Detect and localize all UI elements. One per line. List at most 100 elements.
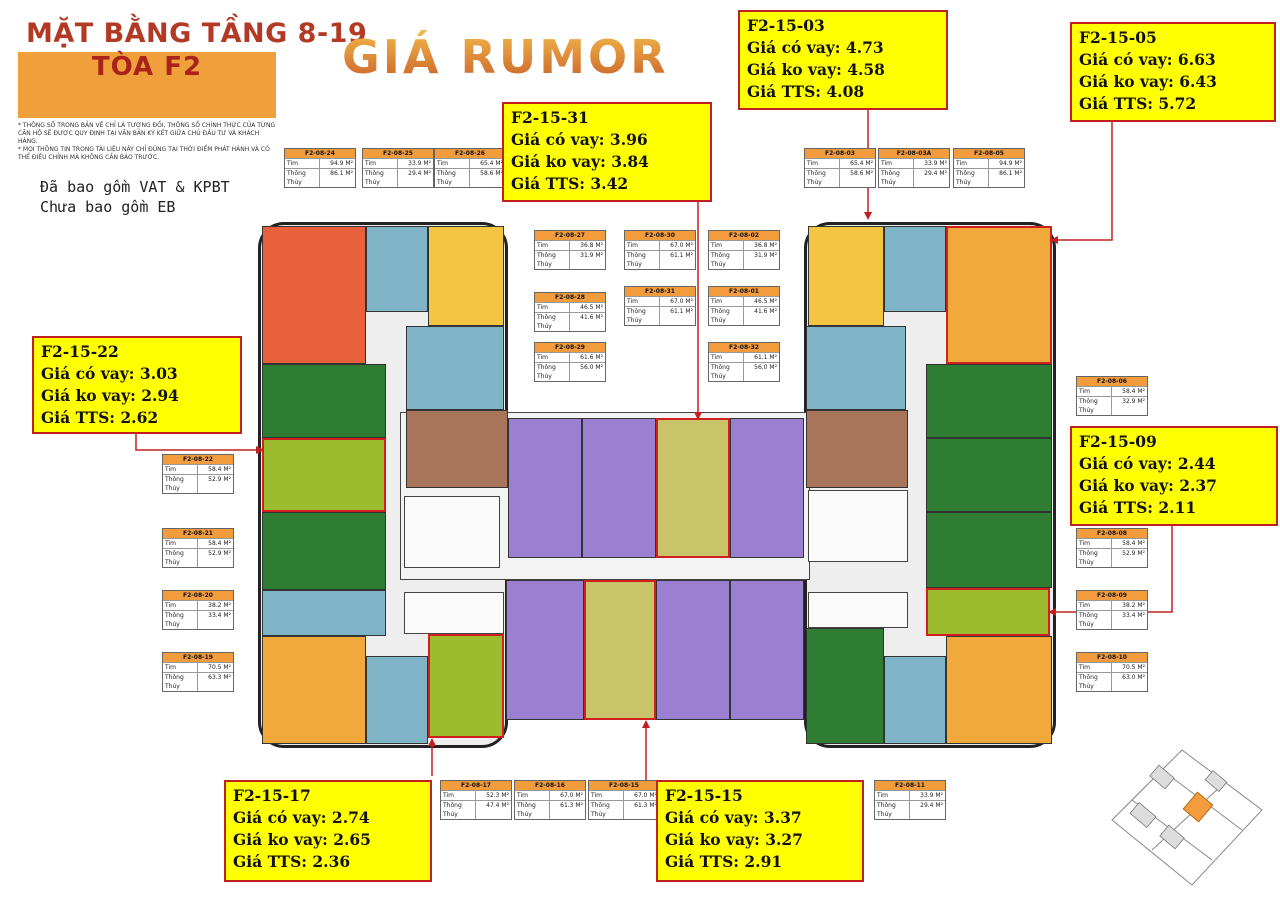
- unit-11[interactable]: [884, 656, 946, 744]
- unit-card-id: F2-08-27: [535, 231, 605, 240]
- unit-03[interactable]: [808, 226, 884, 326]
- tt-label: Thông Thủy: [443, 802, 462, 818]
- unit-25[interactable]: [366, 226, 428, 312]
- unit-24[interactable]: [262, 226, 366, 364]
- unit-06[interactable]: [926, 364, 1052, 438]
- unit-13[interactable]: [730, 580, 804, 720]
- tim-label: Tim: [443, 792, 454, 799]
- tim-value: 52.3 M²: [474, 791, 512, 800]
- unit-card-id: F2-08-29: [535, 343, 605, 352]
- unit-09[interactable]: [926, 588, 1050, 636]
- unit-17[interactable]: [428, 634, 504, 738]
- unit-23[interactable]: [262, 364, 386, 438]
- unit-card-id: F2-08-20: [163, 591, 233, 600]
- tower-banner: TÒA F2: [18, 52, 276, 118]
- unit-19[interactable]: [262, 636, 366, 744]
- unit-card-id: F2-08-25: [363, 149, 433, 158]
- price-id: F2-15-17: [233, 786, 311, 805]
- tt-value: 31.9 M²: [742, 251, 780, 269]
- price-vay: Giá có vay: 4.73: [747, 38, 884, 57]
- tim-value: 33.9 M²: [912, 159, 950, 168]
- unit-07[interactable]: [926, 438, 1052, 512]
- unit-27[interactable]: [406, 326, 504, 410]
- tt-label: Thông Thủy: [877, 802, 896, 818]
- unit-08[interactable]: [926, 512, 1052, 588]
- unit-21[interactable]: [262, 512, 386, 590]
- tt-value: 47.4 M²: [474, 801, 512, 819]
- tim-label: Tim: [287, 160, 298, 167]
- tt-label: Thông Thủy: [956, 170, 975, 186]
- unit-28[interactable]: [406, 410, 508, 488]
- unit-29[interactable]: [508, 418, 582, 558]
- tt-value: 31.9 M²: [568, 251, 606, 269]
- unit-02[interactable]: [806, 326, 906, 410]
- tim-value: 67.0 M²: [548, 791, 586, 800]
- unit-card-row-tim: Tim 33.9 M²: [879, 158, 949, 168]
- unit-32[interactable]: [730, 418, 804, 558]
- tim-value: 58.4 M²: [1110, 539, 1148, 548]
- unit-10[interactable]: [946, 636, 1052, 744]
- tt-value: 63.3 M²: [196, 673, 234, 691]
- unit-20[interactable]: [262, 590, 386, 636]
- tt-label: Thông Thủy: [537, 364, 556, 380]
- price-tts: Giá TTS: 5.72: [1079, 94, 1197, 113]
- unit-05[interactable]: [946, 226, 1052, 364]
- tt-label: Thông Thủy: [537, 314, 556, 330]
- unit-15[interactable]: [584, 580, 656, 720]
- tt-label: Thông Thủy: [711, 364, 730, 380]
- unit-card-id: F2-08-17: [441, 781, 511, 790]
- unit-31[interactable]: [656, 418, 730, 558]
- unit-card-id: F2-08-19: [163, 653, 233, 662]
- unit-01[interactable]: [806, 410, 908, 488]
- tim-value: 61.6 M²: [568, 353, 606, 362]
- tim-value: 70.5 M²: [196, 663, 234, 672]
- unit-26[interactable]: [428, 226, 504, 326]
- unit-14[interactable]: [656, 580, 730, 720]
- tim-label: Tim: [881, 160, 892, 167]
- tim-value: 36.8 M²: [568, 241, 606, 250]
- tim-value: 58.4 M²: [196, 539, 234, 548]
- unit-16[interactable]: [506, 580, 584, 720]
- tim-label: Tim: [537, 304, 548, 311]
- unit-12[interactable]: [806, 628, 884, 744]
- elevator-right: [808, 592, 908, 628]
- tim-label: Tim: [1079, 602, 1090, 609]
- price-vay: Giá có vay: 6.63: [1079, 50, 1216, 69]
- price-kovay: Giá ko vay: 2.94: [41, 386, 179, 405]
- unit-card-id: F2-08-24: [285, 149, 355, 158]
- unit-03a[interactable]: [884, 226, 946, 312]
- tt-label: Thông Thủy: [881, 170, 900, 186]
- tt-value: 33.4 M²: [196, 611, 234, 629]
- unit-22[interactable]: [262, 438, 386, 512]
- tt-value: 33.4 M²: [1110, 611, 1148, 629]
- tt-value: 61.1 M²: [658, 307, 696, 325]
- tt-value: 29.4 M²: [396, 169, 434, 187]
- unit-30[interactable]: [582, 418, 656, 558]
- tt-value: 41.6 M²: [742, 307, 780, 325]
- tim-label: Tim: [877, 792, 888, 799]
- unit-18[interactable]: [366, 656, 428, 744]
- tt-value: 58.6 M²: [468, 169, 506, 187]
- price-kovay: Giá ko vay: 3.27: [665, 830, 803, 849]
- disclaimer-line: * MỌI THÔNG TIN TRONG TÀI LIỆU NÀY CHỈ Đ…: [18, 146, 270, 161]
- unit-card-id: F2-08-02: [709, 231, 779, 240]
- price-tts: Giá TTS: 2.91: [665, 852, 783, 871]
- unit-card-row-tim: Tim 52.3 M²: [441, 790, 511, 800]
